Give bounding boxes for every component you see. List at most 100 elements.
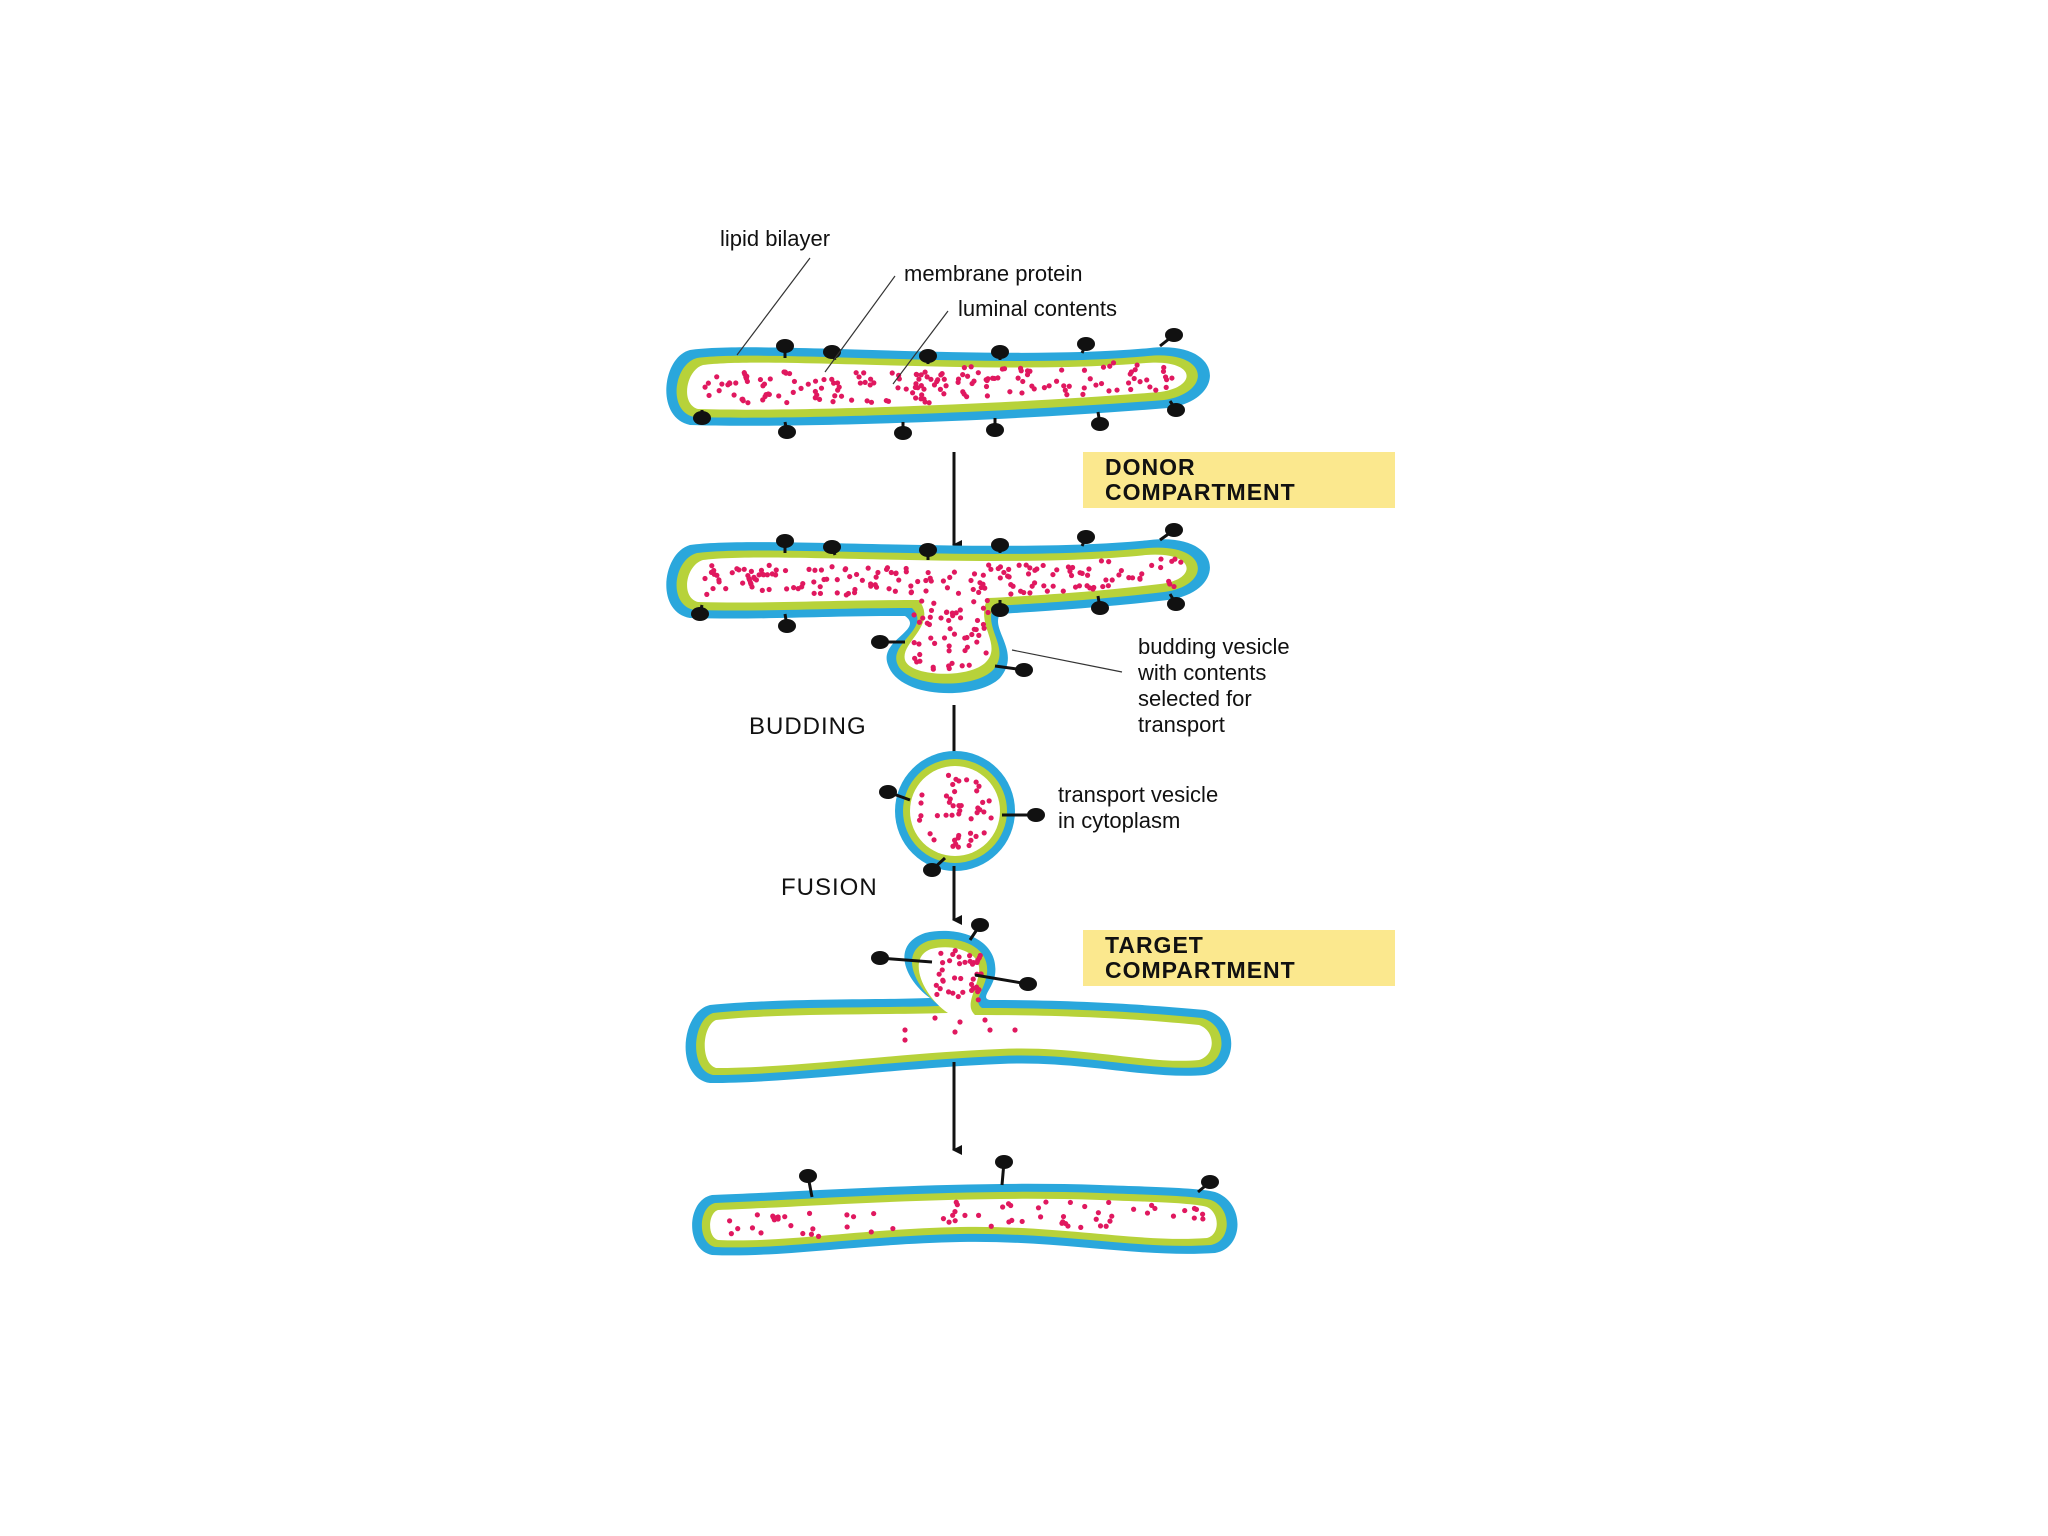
fusion-membrane-proteins	[871, 918, 1037, 991]
cargo-dot-icon	[875, 569, 881, 576]
cargo-dot-icon	[1095, 1210, 1101, 1216]
cargo-dot-icon	[704, 591, 710, 597]
cargo-dot-icon	[928, 578, 934, 584]
cargo-dot-icon	[952, 1218, 958, 1224]
target-cargo-dots	[726, 1199, 1206, 1239]
transport-vesicle-label: transport vesicle in cytoplasm	[1058, 782, 1218, 833]
cargo-dot-icon	[995, 375, 1001, 381]
cargo-dot-icon	[1016, 562, 1022, 568]
cargo-dot-icon	[782, 1214, 788, 1220]
cargo-dot-icon	[1093, 1216, 1099, 1222]
cargo-dot-icon	[834, 380, 841, 386]
donor-cargo-dots	[702, 360, 1175, 406]
cargo-dot-icon	[945, 989, 952, 995]
cargo-dot-icon	[938, 950, 944, 956]
cargo-dot-icon	[966, 662, 972, 668]
cargo-dot-icon	[970, 586, 976, 593]
cargo-dot-icon	[926, 400, 932, 406]
cargo-dot-icon	[974, 639, 980, 645]
cargo-dot-icon	[997, 575, 1003, 581]
cargo-dot-icon	[1170, 1213, 1177, 1219]
cargo-dot-icon	[1158, 564, 1164, 571]
cargo-dot-icon	[986, 562, 992, 568]
cargo-dot-icon	[1065, 1223, 1071, 1229]
cargo-dot-icon	[974, 788, 980, 794]
cargo-dot-icon	[950, 990, 956, 996]
cargo-dot-icon	[838, 393, 845, 399]
cargo-dot-icon	[1064, 392, 1070, 398]
target-box-line-2: COMPARTMENT	[1105, 957, 1296, 983]
cargo-dot-icon	[784, 586, 790, 592]
cargo-dot-icon	[853, 571, 860, 578]
cargo-dot-icon	[984, 393, 990, 399]
cargo-dot-icon	[1106, 388, 1112, 394]
cargo-dot-icon	[835, 387, 841, 393]
cargo-dot-icon	[818, 567, 825, 573]
cargo-dot-icon	[1110, 360, 1117, 366]
cargo-dot-icon	[944, 585, 951, 591]
cargo-dot-icon	[812, 388, 818, 395]
cargo-dot-icon	[1023, 562, 1029, 568]
cargo-dot-icon	[1153, 387, 1159, 393]
cargo-dot-icon	[952, 948, 958, 954]
cargo-dot-icon	[868, 376, 874, 382]
cargo-dot-icon	[980, 605, 987, 611]
cargo-dot-icon	[817, 584, 823, 590]
cargo-dot-icon	[864, 398, 870, 404]
cargo-dot-icon	[744, 378, 750, 385]
cargo-dot-icon	[985, 609, 991, 616]
cargo-dot-icon	[955, 993, 961, 1000]
cargo-dot-icon	[766, 586, 772, 593]
cargo-dot-icon	[1107, 1218, 1113, 1224]
cargo-dot-icon	[909, 390, 916, 396]
cargo-dot-icon	[1019, 1218, 1025, 1225]
cargo-dot-icon	[890, 1225, 896, 1232]
cargo-dot-icon	[751, 576, 758, 582]
cargo-dot-icon	[817, 590, 824, 597]
cargo-dot-icon	[918, 813, 924, 819]
cargo-dot-icon	[924, 620, 930, 626]
cargo-dot-icon	[916, 376, 922, 382]
cargo-dot-icon	[1000, 1204, 1006, 1210]
cargo-dot-icon	[1178, 559, 1184, 565]
cargo-dot-icon	[984, 377, 990, 384]
cargo-dot-icon	[956, 811, 962, 817]
cargo-dot-icon	[917, 651, 923, 658]
cargo-dot-icon	[918, 800, 924, 806]
cargo-dot-icon	[943, 793, 950, 799]
cargo-dot-icon	[988, 815, 994, 821]
cargo-dot-icon	[981, 809, 987, 815]
cargo-dot-icon	[1109, 577, 1115, 583]
membrane-protein-icon	[1091, 601, 1109, 615]
cargo-dot-icon	[946, 617, 952, 624]
cargo-dot-icon	[964, 777, 970, 783]
cargo-dot-icon	[1080, 391, 1086, 397]
cargo-dot-icon	[1144, 377, 1150, 383]
cargo-dot-icon	[766, 562, 772, 568]
cargo-dot-icon	[1081, 367, 1088, 373]
cargo-dot-icon	[916, 619, 923, 625]
cargo-dot-icon	[988, 566, 994, 572]
cargo-dot-icon	[980, 572, 986, 578]
cargo-dot-icon	[1137, 379, 1143, 385]
cargo-dot-icon	[1046, 383, 1052, 389]
cargo-dot-icon	[961, 365, 967, 371]
cargo-dot-icon	[927, 614, 933, 620]
cargo-dot-icon	[850, 1214, 857, 1220]
cargo-dot-icon	[1084, 572, 1091, 578]
cargo-dot-icon	[969, 631, 975, 638]
cargo-dot-icon	[928, 607, 935, 614]
cargo-dot-icon	[821, 376, 827, 383]
cargo-dot-icon	[1072, 584, 1079, 590]
cargo-dot-icon	[1128, 386, 1134, 393]
cargo-dot-icon	[908, 590, 914, 596]
cargo-dot-icon	[1158, 556, 1164, 562]
cargo-dot-icon	[949, 610, 955, 616]
cargo-dot-icon	[844, 1224, 850, 1230]
cargo-dot-icon	[918, 396, 924, 402]
cargo-dot-icon	[971, 599, 977, 605]
cargo-dot-icon	[829, 564, 835, 570]
cargo-dot-icon	[969, 961, 976, 967]
cargo-dot-icon	[767, 376, 773, 382]
